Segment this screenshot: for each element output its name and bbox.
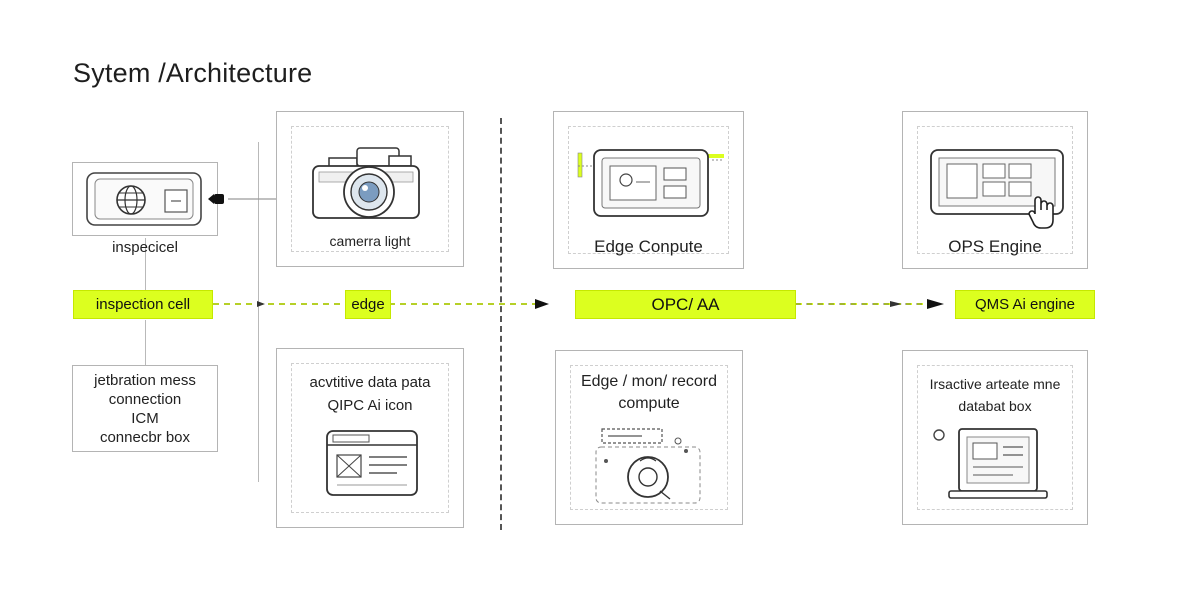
- jetbration-box[interactable]: jetbration mess connection ICM connecbr …: [72, 365, 218, 452]
- dashed-divider: [500, 118, 502, 530]
- inactive-line-1: Irsactive arteate mne: [929, 376, 1061, 392]
- camera-label: camerra light: [329, 233, 411, 249]
- jetbration-line-3: ICM: [131, 410, 159, 427]
- active-data-line-2: QIPC Ai icon: [327, 397, 413, 414]
- edge-record-box[interactable]: Edge / mon/ record compute: [555, 350, 743, 525]
- diagram-title: Sytem /Architecture: [73, 58, 313, 88]
- active-data-line-1: acvtitive data pata: [309, 374, 431, 391]
- ops-engine-label: OPS Engine: [948, 237, 1042, 256]
- edge-screen-icon: [577, 149, 724, 217]
- active-data-box[interactable]: acvtitive data pata QIPC Ai icon: [276, 348, 464, 528]
- band-qms-engine[interactable]: QMS Ai engine: [955, 290, 1095, 319]
- gear-analytics-icon: [595, 428, 701, 504]
- band-opc[interactable]: OPC/ AA: [575, 290, 796, 319]
- edge-record-line-1: Edge / mon/ record: [580, 373, 718, 390]
- connector-line-left-bottom: [145, 320, 146, 366]
- connector-line-left-top: [145, 238, 146, 290]
- camera-box[interactable]: camerra light: [276, 111, 464, 267]
- edge-compute-box[interactable]: Edge Conpute: [553, 111, 744, 269]
- ops-dashboard-icon: [930, 149, 1064, 215]
- inactive-line-2: databat box: [958, 398, 1032, 414]
- edge-record-line-2: compute: [618, 395, 680, 412]
- hand-cursor-icon: [1028, 196, 1054, 229]
- jetbration-line-2: connection: [108, 391, 182, 408]
- jetbration-line-1: jetbration mess: [94, 372, 196, 389]
- ops-engine-box[interactable]: OPS Engine: [902, 111, 1088, 269]
- inspection-terminal-label: inspecicel: [112, 239, 178, 256]
- browser-window-icon: [326, 430, 418, 496]
- jetbration-line-4: connecbr box: [99, 429, 191, 446]
- connector-line-camera: [258, 142, 259, 482]
- inactive-database-box[interactable]: Irsactive arteate mne databat box: [902, 350, 1088, 525]
- band-inspection-cell[interactable]: inspection cell: [73, 290, 213, 319]
- laptop-icon: [933, 428, 1048, 499]
- edge-compute-label: Edge Conpute: [594, 237, 703, 256]
- inspection-terminal-box[interactable]: [72, 162, 218, 236]
- connector-plug-icon: [208, 194, 224, 204]
- terminal-globe-icon: [86, 172, 202, 226]
- camera-icon: [312, 147, 420, 219]
- band-edge[interactable]: edge: [345, 290, 391, 319]
